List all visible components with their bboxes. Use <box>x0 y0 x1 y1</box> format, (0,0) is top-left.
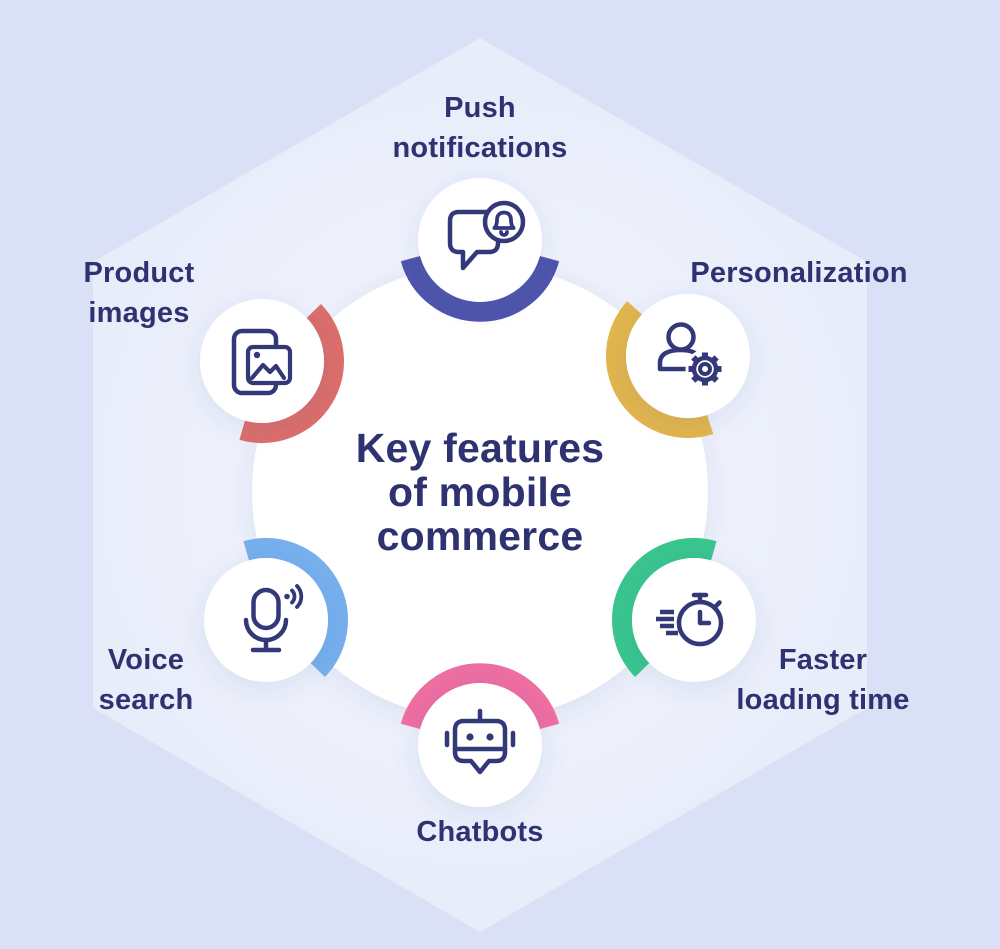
feature-label-line: notifications <box>392 132 568 164</box>
phone-image-icon <box>231 328 293 396</box>
robot-icon <box>444 708 516 775</box>
feature-label-chatbots: Chatbots <box>320 812 640 852</box>
arc-faster-loading-time <box>612 538 717 677</box>
feature-label-product-images: Product images <box>0 253 299 333</box>
feature-label-line: Push <box>444 92 516 124</box>
microphone-icon <box>243 584 304 653</box>
feature-label-line: images <box>88 297 190 329</box>
circle-faster-loading-time <box>632 558 756 682</box>
feature-label-line: Product <box>83 257 195 289</box>
arc-product-images <box>239 304 344 443</box>
title-line: commerce <box>376 513 584 559</box>
feature-label-line: Personalization <box>690 257 908 289</box>
feature-label-line: loading time <box>736 684 910 716</box>
circle-voice-search <box>204 558 328 682</box>
circle-personalization <box>626 294 750 418</box>
feature-label-line: search <box>98 684 194 716</box>
arc-voice-search <box>243 538 348 677</box>
feature-label-line: Faster <box>778 644 868 676</box>
central-circle <box>252 264 708 720</box>
chat-bell-icon <box>447 200 526 271</box>
stopwatch-icon <box>656 592 724 647</box>
feature-label-line: Voice <box>107 644 185 676</box>
feature-label-line: Chatbots <box>416 816 544 848</box>
arc-personalization <box>606 301 714 438</box>
feature-label-voice-search: Voice search <box>0 640 306 720</box>
feature-label-faster-loading-time: Faster loading time <box>663 640 983 720</box>
circle-push-notifications <box>418 178 542 302</box>
diagram-title: Key features of mobile commerce <box>330 426 630 558</box>
title-line: of mobile <box>387 469 573 515</box>
title-line: Key features <box>355 425 605 471</box>
circle-chatbots <box>418 683 542 807</box>
feature-label-personalization: Personalization <box>639 253 959 293</box>
arc-push-notifications <box>400 255 560 322</box>
feature-label-push-notifications: Push notifications <box>320 88 640 168</box>
user-gear-icon <box>657 322 725 389</box>
arc-chatbots <box>400 663 560 730</box>
